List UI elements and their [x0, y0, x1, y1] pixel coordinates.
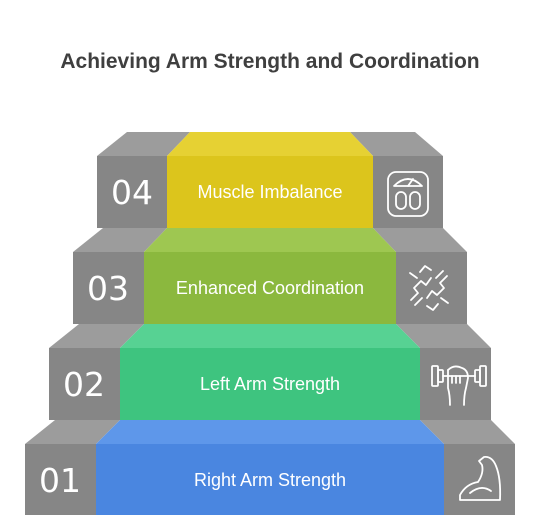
flexed-bicep-icon	[459, 456, 502, 501]
step-4-left-top	[97, 132, 190, 156]
step-4-right-block	[373, 156, 443, 228]
step-3-left-top	[73, 228, 167, 252]
step-2-center-block	[120, 348, 420, 420]
step-4-center-top	[167, 132, 373, 156]
step-4-label: Muscle Imbalance	[197, 182, 342, 202]
step-3-right-top	[373, 228, 467, 252]
step-4-number: 04	[111, 173, 153, 212]
step-4-left-block	[97, 156, 167, 228]
step-3-left-block	[73, 252, 144, 324]
step-1-center-top	[96, 420, 444, 444]
step-4-center-block	[167, 156, 373, 228]
diagram-title: Achieving Arm Strength and Coordination	[60, 50, 480, 73]
coordinating-hands-icon	[409, 265, 449, 311]
step-1-left-block	[25, 444, 96, 515]
step-3-number: 03	[87, 269, 129, 308]
weighing-scale-icon	[387, 171, 429, 217]
step-1-left-top	[25, 420, 120, 444]
step-1-label: Right Arm Strength	[194, 470, 346, 490]
step-2-label: Left Arm Strength	[200, 374, 340, 394]
step-2-left-top	[49, 324, 144, 348]
step-3-label: Enhanced Coordination	[176, 278, 364, 298]
step-3-center-block	[144, 252, 396, 324]
step-3: 03 Enhanced Coordination	[73, 228, 467, 324]
step-4-right-top	[350, 132, 443, 156]
step-2-left-block	[49, 348, 120, 420]
step-1-number: 01	[39, 461, 81, 500]
step-2-center-top	[120, 324, 420, 348]
step-1: 01 Right Arm Strength	[25, 420, 515, 515]
step-4: 04 Muscle Imbalance	[97, 132, 443, 228]
step-3-right-block	[396, 252, 467, 324]
step-1-right-top	[420, 420, 515, 444]
step-2-number: 02	[63, 365, 105, 404]
step-1-center-block	[96, 444, 444, 515]
step-2: 02 Left Arm Strength	[49, 324, 491, 420]
step-3-center-top	[144, 228, 396, 252]
step-2-right-top	[396, 324, 491, 348]
hand-holding-dumbbell-icon	[431, 365, 487, 406]
